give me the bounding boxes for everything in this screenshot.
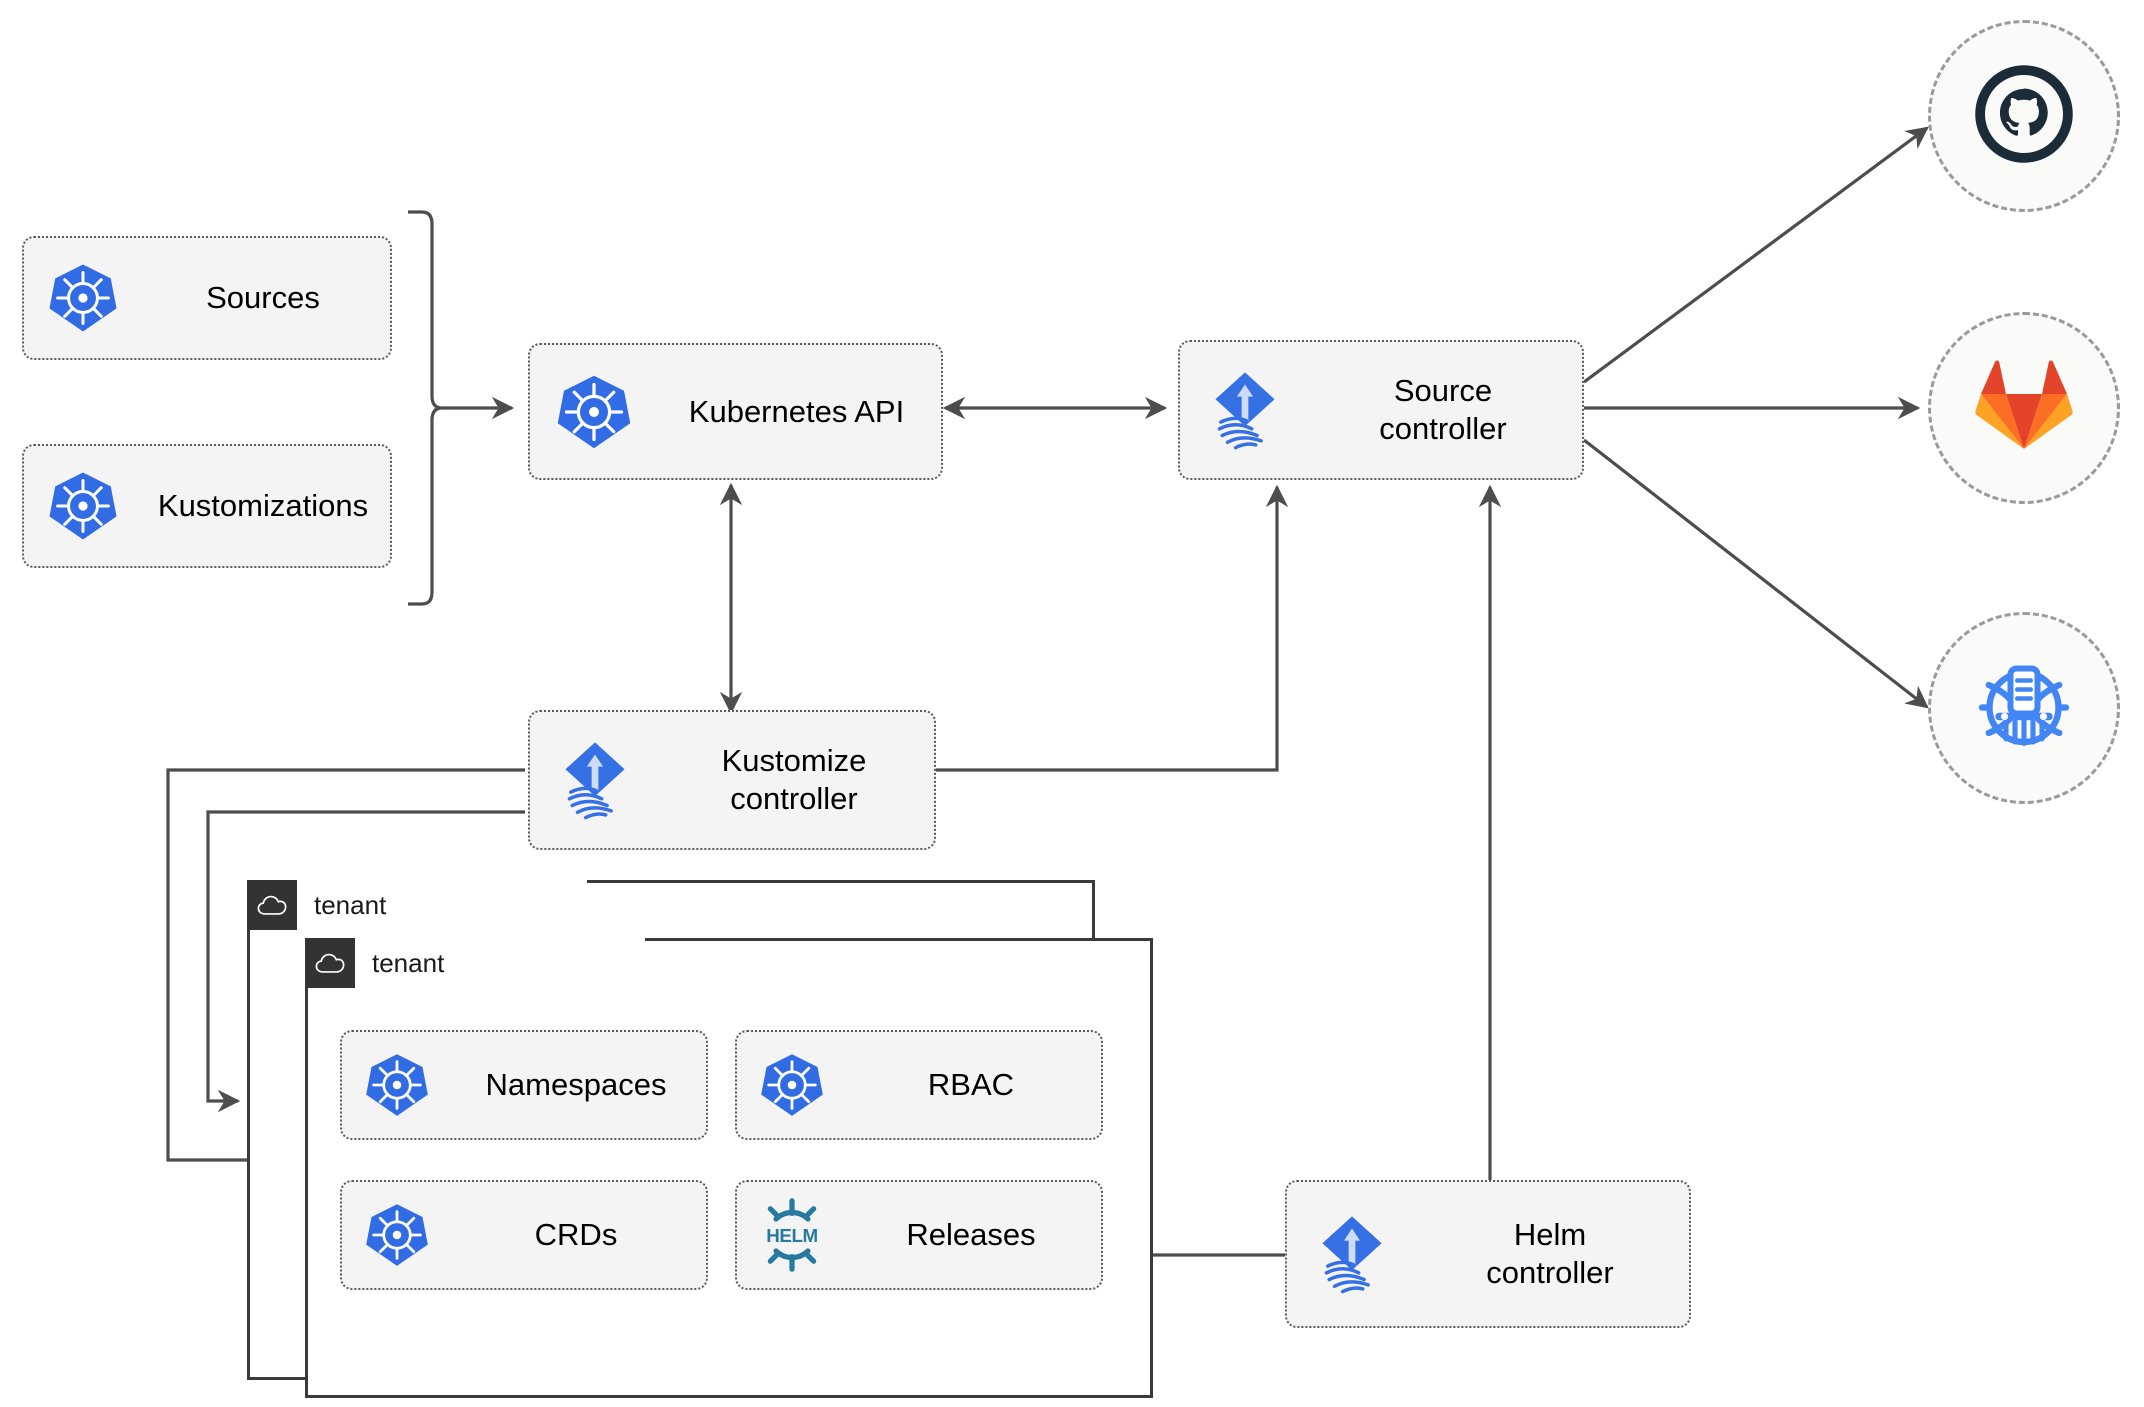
wire-kustomize-to-source-controller bbox=[936, 484, 1289, 772]
cloud-icon bbox=[305, 938, 355, 988]
provider-gitlab[interactable] bbox=[1928, 312, 2120, 504]
tenant-tab-front[interactable]: tenant bbox=[305, 938, 645, 988]
node-kubernetes-api[interactable]: Kubernetes API bbox=[528, 343, 943, 480]
harbor-icon bbox=[1970, 652, 2078, 765]
node-label: Kustomizations bbox=[157, 488, 369, 524]
node-label: Kubernetes API bbox=[688, 393, 905, 429]
grouping-brace bbox=[408, 210, 443, 606]
node-label: Releases bbox=[906, 1217, 1036, 1253]
node-label: CRDs bbox=[534, 1217, 618, 1253]
node-rbac[interactable]: RBAC bbox=[735, 1030, 1103, 1140]
provider-harbor[interactable] bbox=[1928, 612, 2120, 804]
kubernetes-icon bbox=[530, 372, 658, 452]
helm-icon: HELM bbox=[737, 1194, 847, 1276]
kubernetes-icon bbox=[24, 469, 142, 543]
provider-github[interactable] bbox=[1928, 20, 2120, 212]
node-kustomize-controller[interactable]: Kustomize controller bbox=[528, 710, 936, 850]
tenant-tab-back[interactable]: tenant bbox=[247, 880, 587, 930]
flux-icon bbox=[1180, 367, 1310, 453]
node-label: Helm controller bbox=[1486, 1217, 1614, 1290]
tenant-frame-front[interactable] bbox=[305, 938, 1153, 1398]
kubernetes-icon bbox=[342, 1051, 452, 1119]
cloud-icon bbox=[247, 880, 297, 930]
kubernetes-icon bbox=[24, 261, 142, 335]
node-sources[interactable]: Sources bbox=[22, 236, 392, 360]
node-kustomizations[interactable]: Kustomizations bbox=[22, 444, 392, 568]
flux-icon bbox=[530, 737, 660, 823]
node-label: Source controller bbox=[1379, 373, 1507, 446]
node-label: Sources bbox=[206, 280, 320, 316]
tenant-label: tenant bbox=[314, 889, 387, 920]
node-releases[interactable]: HELM Releases bbox=[735, 1180, 1103, 1290]
node-label: Kustomize controller bbox=[721, 743, 867, 816]
node-source-controller[interactable]: Source controller bbox=[1178, 340, 1584, 480]
node-label: RBAC bbox=[927, 1067, 1015, 1103]
tenant-label: tenant bbox=[372, 947, 445, 978]
node-crds[interactable]: CRDs bbox=[340, 1180, 708, 1290]
node-namespaces[interactable]: Namespaces bbox=[340, 1030, 708, 1140]
svg-text:HELM: HELM bbox=[766, 1225, 817, 1246]
github-icon bbox=[1972, 62, 2076, 171]
wire-source-to-github bbox=[1583, 126, 1929, 384]
kubernetes-icon bbox=[342, 1201, 452, 1269]
wire-source-to-harbor bbox=[1583, 438, 1929, 709]
node-helm-controller[interactable]: Helm controller bbox=[1285, 1180, 1691, 1328]
node-label: Namespaces bbox=[485, 1067, 667, 1103]
kubernetes-icon bbox=[737, 1051, 847, 1119]
gitlab-icon bbox=[1974, 359, 2074, 458]
flux-icon bbox=[1287, 1211, 1417, 1297]
